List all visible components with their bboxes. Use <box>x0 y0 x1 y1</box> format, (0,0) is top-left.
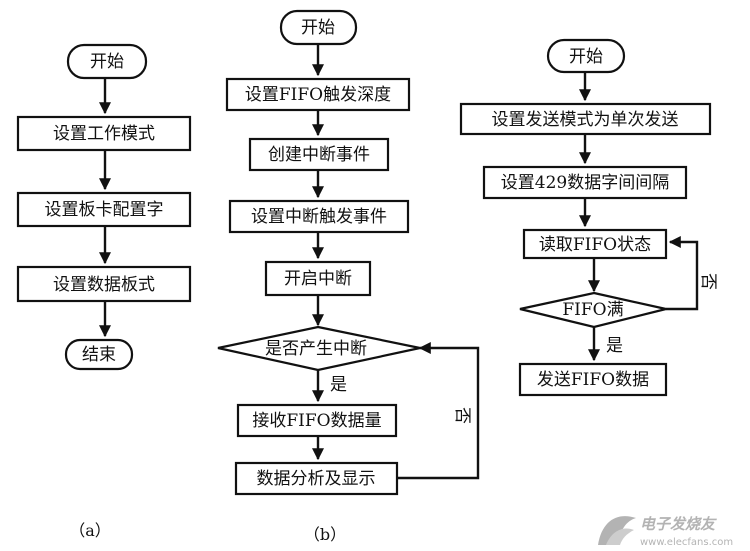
node-a-step1 <box>16 115 192 152</box>
node-b-step4-label: 开启中断 <box>284 269 352 289</box>
node-b-step5-label: 接收FIFO数据量 <box>252 411 381 431</box>
edge-c-no-label: 否 <box>698 273 718 290</box>
node-c-step2 <box>482 165 688 200</box>
flowchart-c: 开始 设置发送模式为单次发送 设置429数据字间间隔 读取FIFO状态 FIFO… <box>459 38 718 397</box>
node-b-decision-label: 是否产生中断 <box>265 339 367 359</box>
edge-b-no-label: 否 <box>452 407 472 424</box>
node-a-step3-label: 设置数据板式 <box>53 275 155 295</box>
node-c-step4 <box>518 362 668 397</box>
node-b-step1-label: 设置FIFO触发深度 <box>245 85 391 105</box>
node-b-step2 <box>248 137 390 172</box>
node-b-step4 <box>264 260 372 297</box>
node-c-step1-label: 设置发送模式为单次发送 <box>492 110 679 130</box>
node-a-end-label: 结束 <box>82 345 116 365</box>
node-b-step5 <box>236 403 398 438</box>
watermark-url: www.elecfans.com <box>640 537 733 548</box>
node-b-step3-label: 设置中断触发事件 <box>251 207 387 227</box>
node-c-start <box>546 38 626 74</box>
node-c-start-label: 开始 <box>569 47 603 67</box>
edge-b-yes-label: 是 <box>330 375 347 395</box>
node-b-step3 <box>228 199 410 234</box>
node-c-decision-label: FIFO满 <box>562 300 623 320</box>
node-c-step3-label: 读取FIFO状态 <box>539 235 651 255</box>
caption-b: （b） <box>304 525 346 544</box>
node-c-step2-label: 设置429数据字间间隔 <box>501 173 669 193</box>
node-c-step3 <box>522 228 668 260</box>
edge-c-yes-label: 是 <box>606 336 623 356</box>
node-b-start <box>279 9 358 46</box>
node-c-decision <box>519 291 667 329</box>
node-a-start <box>66 43 148 80</box>
watermark-logo-icon <box>598 516 636 545</box>
node-a-step2 <box>16 191 192 228</box>
caption-a: （a） <box>69 521 111 540</box>
node-a-end <box>64 338 134 371</box>
node-a-step1-label: 设置工作模式 <box>53 124 155 144</box>
watermark-brand: 电子发烧友 <box>640 515 717 533</box>
node-b-step6 <box>234 461 399 496</box>
node-b-step6-label: 数据分析及显示 <box>257 469 376 489</box>
edge-b-step6-loop-decision <box>397 342 480 480</box>
node-b-start-label: 开始 <box>301 18 335 38</box>
node-b-step2-label: 创建中断事件 <box>268 145 370 165</box>
node-a-step3 <box>16 265 192 303</box>
node-b-decision <box>217 325 421 372</box>
node-a-start-label: 开始 <box>90 52 124 72</box>
node-b-step1 <box>225 77 411 112</box>
node-c-step4-label: 发送FIFO数据 <box>537 370 649 390</box>
watermark: 电子发烧友 www.elecfans.com <box>598 515 733 548</box>
node-a-step2-label: 设置板卡配置字 <box>45 200 164 220</box>
node-c-step1 <box>459 102 712 136</box>
edge-c-decision-loop-step3 <box>666 236 699 311</box>
flowchart-b: 开始 设置FIFO触发深度 创建中断事件 设置中断触发事件 开启中断 是否产生中… <box>217 9 480 544</box>
flowchart-a: 开始 设置工作模式 设置板卡配置字 设置数据板式 结束 （a） <box>16 43 192 540</box>
